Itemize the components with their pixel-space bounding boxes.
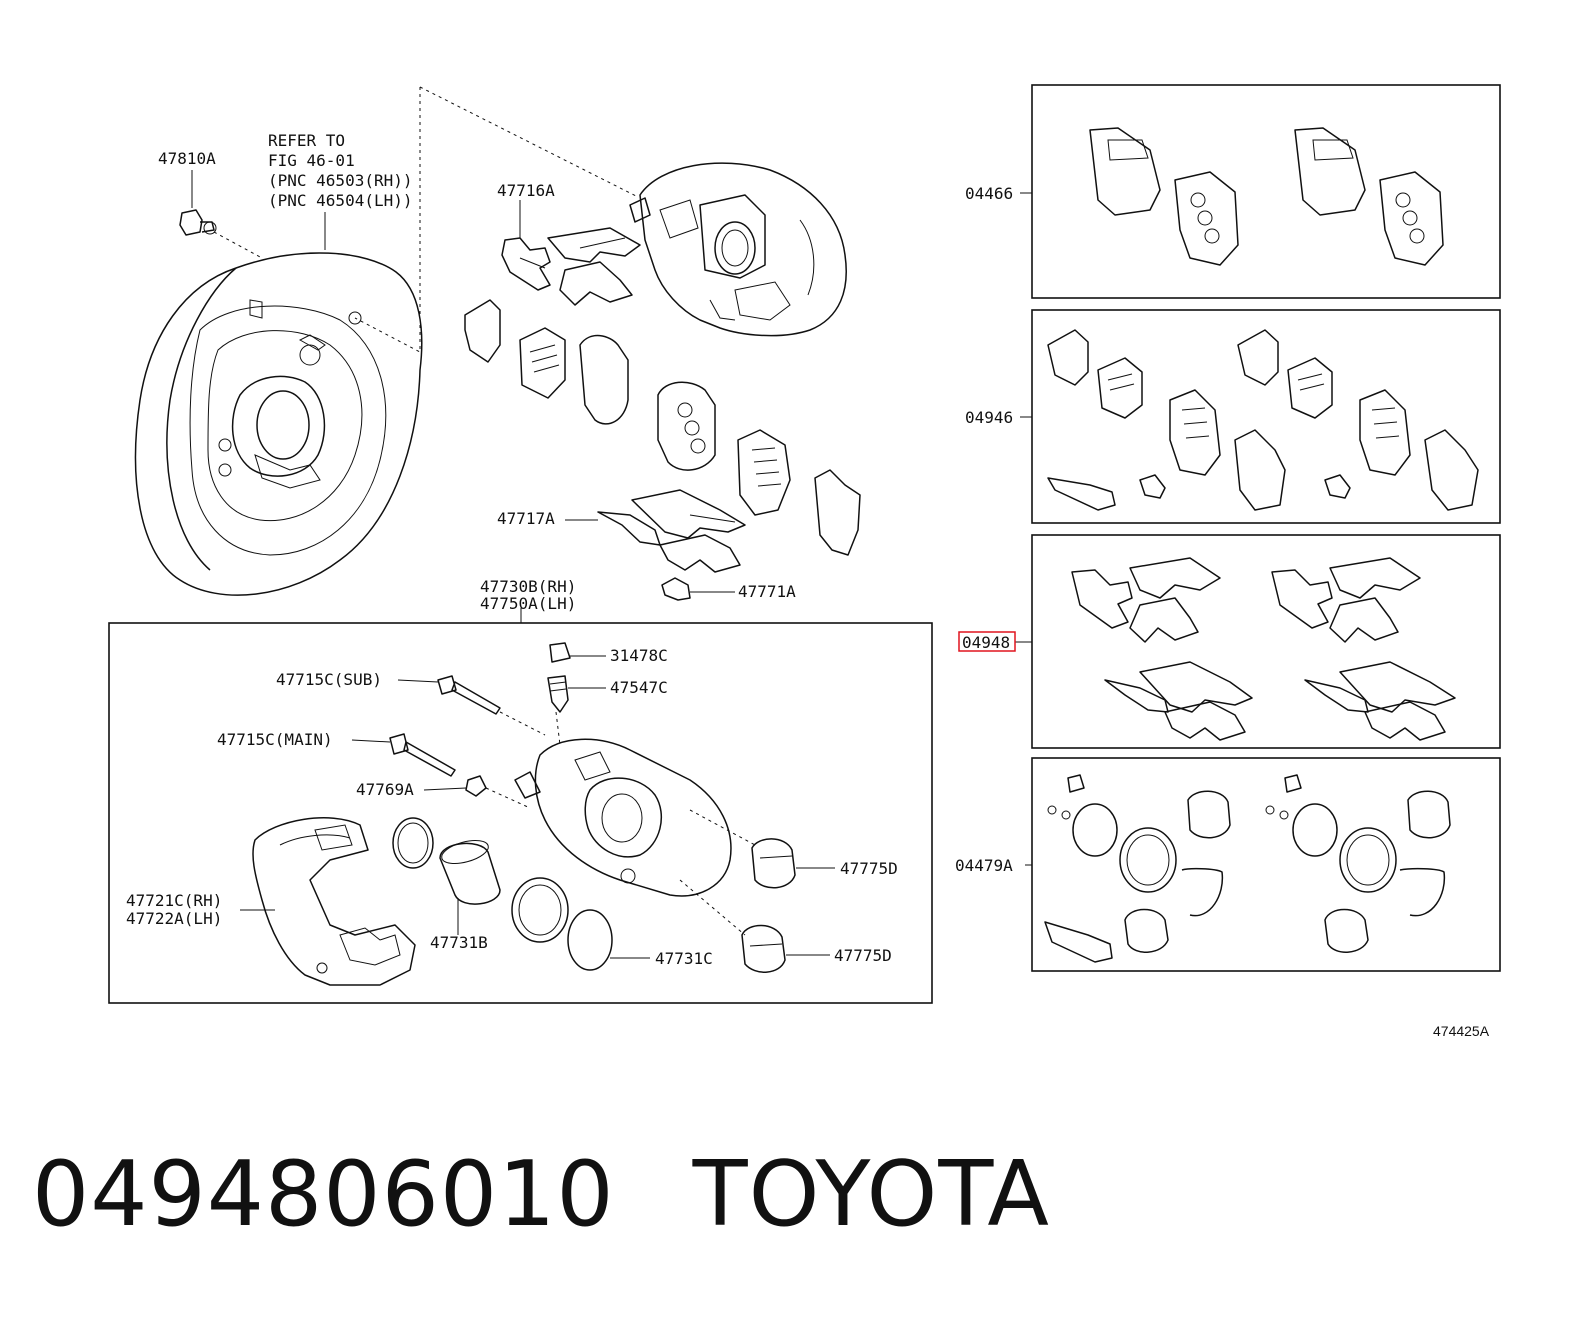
refer-note-line4: (PNC 46504(LH)) bbox=[268, 191, 413, 210]
callout-47775D-bottom: 47775D bbox=[834, 946, 892, 965]
callout-47769A: 47769A bbox=[356, 780, 414, 799]
kit-04479A-box bbox=[1025, 757, 1501, 972]
clips-47716A-drawing bbox=[501, 200, 641, 306]
callout-47715C-main: 47715C(MAIN) bbox=[217, 730, 333, 749]
caliper-kit-box bbox=[108, 622, 933, 1004]
callout-47721C: 47721C(RH) bbox=[126, 891, 222, 910]
callout-47771A: 47771A bbox=[738, 582, 796, 601]
callout-47731B: 47731B bbox=[430, 933, 488, 952]
callout-47722A: 47722A(LH) bbox=[126, 909, 222, 928]
brake-parts-diagram: 47810A REFER TO FIG 46-01 (PNC 46503(RH)… bbox=[108, 84, 1501, 1039]
callout-47717A: 47717A bbox=[497, 509, 555, 528]
kit-label-04466: 04466 bbox=[965, 184, 1013, 203]
caliper-upper-drawing bbox=[629, 162, 847, 337]
illustration-code: 474425A bbox=[1433, 1023, 1490, 1039]
clips-47717A-drawing bbox=[565, 489, 746, 573]
refer-note-line3: (PNC 46503(RH)) bbox=[268, 171, 413, 190]
callout-47750A: 47750A(LH) bbox=[480, 594, 576, 613]
callout-47775D-top: 47775D bbox=[840, 859, 898, 878]
callout-47730B: 47730B(RH) bbox=[480, 577, 576, 596]
kit-label-04948[interactable]: 04948 bbox=[962, 633, 1010, 652]
kit-04466-box bbox=[1020, 84, 1501, 299]
maker-name: TOYOTA bbox=[692, 1142, 1050, 1247]
kit-04948-box bbox=[1015, 534, 1501, 749]
pads-upper-drawing bbox=[464, 299, 861, 556]
kit-highlight-box bbox=[958, 631, 1016, 652]
callout-31478C: 31478C bbox=[610, 646, 668, 665]
part-number: 0494806010 bbox=[32, 1142, 615, 1247]
refer-note-line2: FIG 46-01 bbox=[268, 151, 355, 170]
caliper-kit-drawing bbox=[240, 642, 835, 986]
kit-label-04946: 04946 bbox=[965, 408, 1013, 427]
callout-47716A: 47716A bbox=[497, 181, 555, 200]
bolt-47810A-drawing bbox=[179, 170, 263, 259]
clip-47771A-drawing bbox=[661, 577, 735, 601]
refer-note-line1: REFER TO bbox=[268, 131, 345, 150]
kit-label-04479A: 04479A bbox=[955, 856, 1013, 875]
backing-plate-drawing bbox=[134, 252, 423, 596]
callout-47810A: 47810A bbox=[158, 149, 216, 168]
callout-47731C: 47731C bbox=[655, 949, 713, 968]
kit-04946-box bbox=[1020, 309, 1501, 524]
callout-47715C-sub: 47715C(SUB) bbox=[276, 670, 382, 689]
callout-47547C: 47547C bbox=[610, 678, 668, 697]
